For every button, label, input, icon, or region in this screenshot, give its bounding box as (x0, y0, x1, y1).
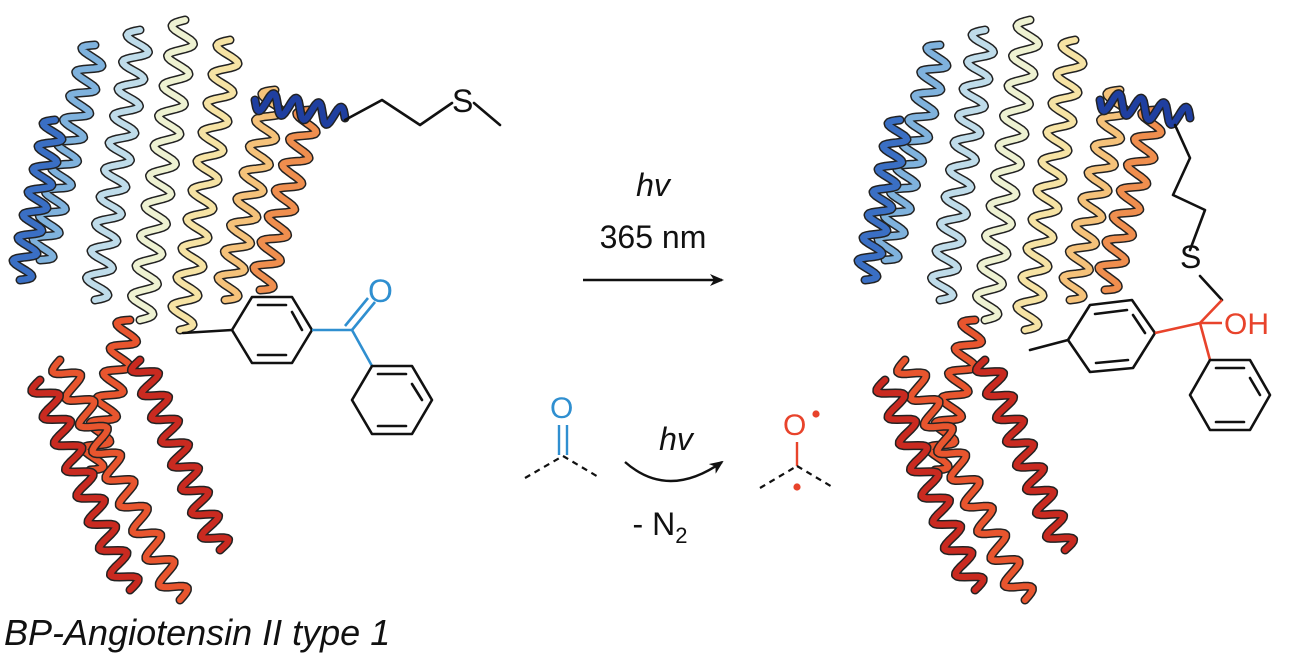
helix-ribbon (83, 27, 152, 303)
helix-ribbon (1060, 87, 1130, 303)
mechanism-arrow: hv - N2 (624, 421, 724, 548)
tether-right: S (1171, 123, 1224, 302)
radical-fragment: O (759, 409, 835, 491)
main-reaction-arrow: hv 365 nm (583, 167, 724, 286)
sulfur-reactant-label: S (452, 83, 473, 119)
helix-ribbon (928, 27, 997, 303)
helix-ribbon (10, 117, 65, 283)
helix-ribbon (168, 37, 242, 333)
sulfur-product-label: S (1180, 239, 1201, 275)
helix-ribbon (973, 357, 1077, 553)
helix-ribbon (128, 17, 197, 323)
helix-ribbon (28, 377, 142, 593)
benzophenone-product: OH (1028, 298, 1272, 432)
helix-ribbon (855, 117, 910, 283)
mechanism-hv: hv (659, 421, 695, 457)
protein-right (853, 15, 1195, 605)
helix-ribbon (1095, 107, 1165, 293)
radical-oxygen-label: O (783, 409, 806, 442)
nitrogen-loss: - N2 (633, 506, 688, 548)
benzophenone-left: O (181, 273, 434, 436)
caption: BP-Angiotensin II type 1 (4, 612, 391, 653)
condition-wavelength: 365 nm (600, 219, 707, 255)
condition-hv: hv (636, 167, 672, 203)
curved-arrow-icon (624, 460, 724, 483)
radical-dot-icon (812, 410, 820, 418)
helix-ribbon (1097, 90, 1193, 128)
helix-ribbon (894, 357, 1036, 603)
helix-ribbon (30, 42, 105, 263)
protein-left (8, 15, 350, 605)
helix-ribbon (973, 17, 1042, 323)
helix-ribbon (873, 377, 987, 593)
helix-ribbon (49, 357, 191, 603)
helix-ribbon (128, 357, 232, 553)
helix-ribbon (1013, 37, 1087, 333)
hydroxyl-label: OH (1224, 308, 1269, 341)
oxygen-carbonyl-label: O (368, 273, 393, 309)
helix-ribbon (252, 90, 348, 128)
helix-ribbon (215, 87, 285, 303)
ketone-fragment: O (524, 392, 601, 479)
tether-left: S (343, 83, 502, 127)
helix-ribbon (250, 107, 320, 293)
radical-dot-icon (793, 483, 801, 491)
helix-ribbon (875, 42, 950, 263)
ketone-oxygen-label: O (550, 392, 573, 425)
